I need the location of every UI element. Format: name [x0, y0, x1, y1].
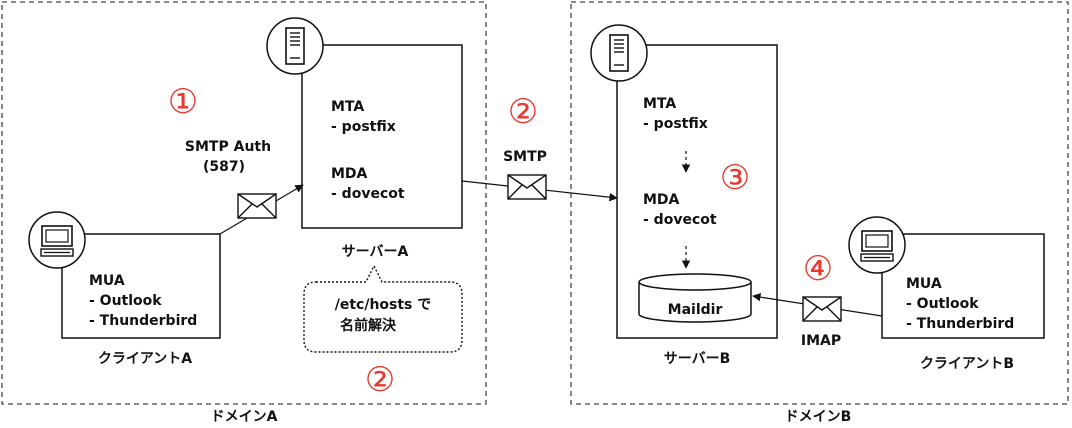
imap-label: IMAP — [801, 333, 841, 349]
imap-envelope-icon — [802, 296, 842, 322]
domain-b-label: ドメインB — [785, 409, 852, 425]
server-b-mda: MDA — [643, 192, 680, 208]
server-a-icon — [266, 17, 324, 75]
step-2-number-smtp: ② — [508, 92, 538, 132]
server-a-caption: サーバーA — [342, 244, 409, 260]
client-b-outlook: - Outlook — [906, 296, 979, 312]
maildir-storage-icon — [638, 273, 752, 323]
smtp-label: SMTP — [503, 149, 547, 165]
maildir-label: Maildir — [668, 302, 723, 318]
client-a-mua: MUA — [89, 273, 125, 289]
server-b-mda-name: - dovecot — [643, 212, 717, 228]
step-1-number: ① — [168, 82, 198, 122]
server-b-caption: サーバーB — [664, 351, 731, 367]
server-a-mta-name: - postfix — [331, 119, 396, 135]
domain-b-frame — [570, 1, 1069, 405]
client-b-thunderbird: - Thunderbird — [906, 316, 1014, 332]
hosts-callout-line1: /etc/hosts で — [335, 297, 432, 313]
server-b-icon — [590, 24, 648, 82]
client-b-caption: クライアントB — [920, 356, 1014, 372]
step-3-number: ③ — [720, 158, 750, 198]
server-a-mda-name: - dovecot — [331, 186, 405, 202]
step-4-number: ④ — [803, 249, 833, 289]
client-a-outlook: - Outlook — [89, 293, 162, 309]
server-a-mta: MTA — [331, 99, 364, 115]
client-a-thunderbird: - Thunderbird — [89, 313, 197, 329]
server-a-mda: MDA — [331, 166, 368, 182]
domain-a-label: ドメインA — [211, 409, 278, 425]
smtp-auth-envelope-icon — [237, 193, 277, 219]
client-b-mua: MUA — [906, 276, 942, 292]
smtp-auth-port: (587) — [203, 159, 245, 175]
server-b-mta: MTA — [643, 96, 676, 112]
client-a-box — [61, 233, 221, 339]
step-2-number-hosts: ② — [365, 360, 395, 400]
client-a-icon — [28, 211, 86, 269]
client-a-caption: クライアントA — [98, 351, 192, 367]
domain-a-frame — [1, 1, 487, 405]
client-b-icon — [848, 216, 906, 274]
smtp-envelope-icon — [507, 174, 547, 200]
hosts-callout-bubble — [303, 264, 463, 353]
smtp-auth-label: SMTP Auth — [185, 139, 271, 155]
server-b-mta-name: - postfix — [643, 116, 708, 132]
hosts-callout-line2: 名前解決 — [340, 317, 397, 334]
server-a-box — [301, 44, 463, 229]
client-b-box — [881, 233, 1045, 339]
